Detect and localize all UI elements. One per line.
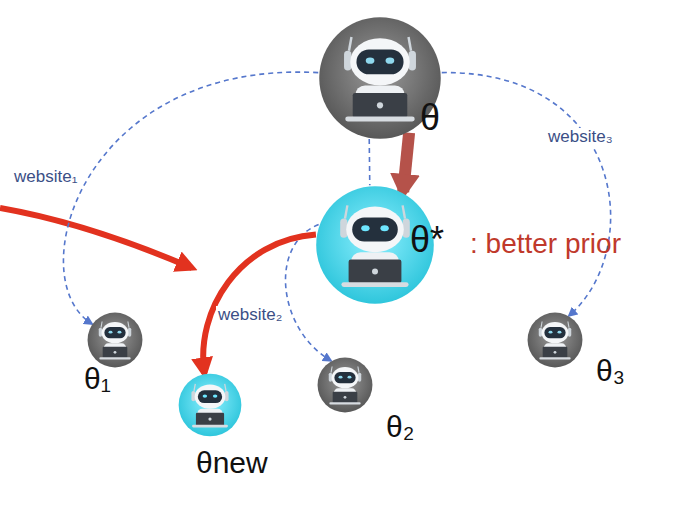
note-label: : better prior xyxy=(470,230,621,258)
dashed-connector xyxy=(442,73,611,316)
adapt-arrow xyxy=(203,235,316,374)
agent-node: θ₁ xyxy=(87,312,143,368)
agent-node: θ₃ xyxy=(527,312,583,368)
edge-label: website₂ xyxy=(216,306,284,325)
robot-icon xyxy=(87,312,143,368)
agent-node: θ*: better prior xyxy=(315,185,435,305)
parameter-label: θ* xyxy=(410,222,444,258)
robot-icon xyxy=(178,373,242,437)
parameter-label: θ₁ xyxy=(84,364,111,394)
parameter-label: θnew xyxy=(196,448,268,478)
parameter-label: θ xyxy=(420,100,440,136)
robot-icon xyxy=(527,312,583,368)
dashed-connector xyxy=(368,139,370,185)
dashed-connector xyxy=(63,72,318,324)
robot-icon xyxy=(317,357,373,413)
edge-label: website₁ xyxy=(12,168,79,187)
parameter-label: θ₂ xyxy=(386,412,414,442)
update-arrow xyxy=(403,133,409,192)
agent-node: θ xyxy=(318,16,442,140)
incoming-red-arrow xyxy=(0,208,192,268)
agent-node: θnew xyxy=(178,373,242,437)
agent-node: θ₂ xyxy=(317,357,373,413)
parameter-label: θ₃ xyxy=(596,356,625,386)
edge-label: website₃ xyxy=(546,128,615,147)
